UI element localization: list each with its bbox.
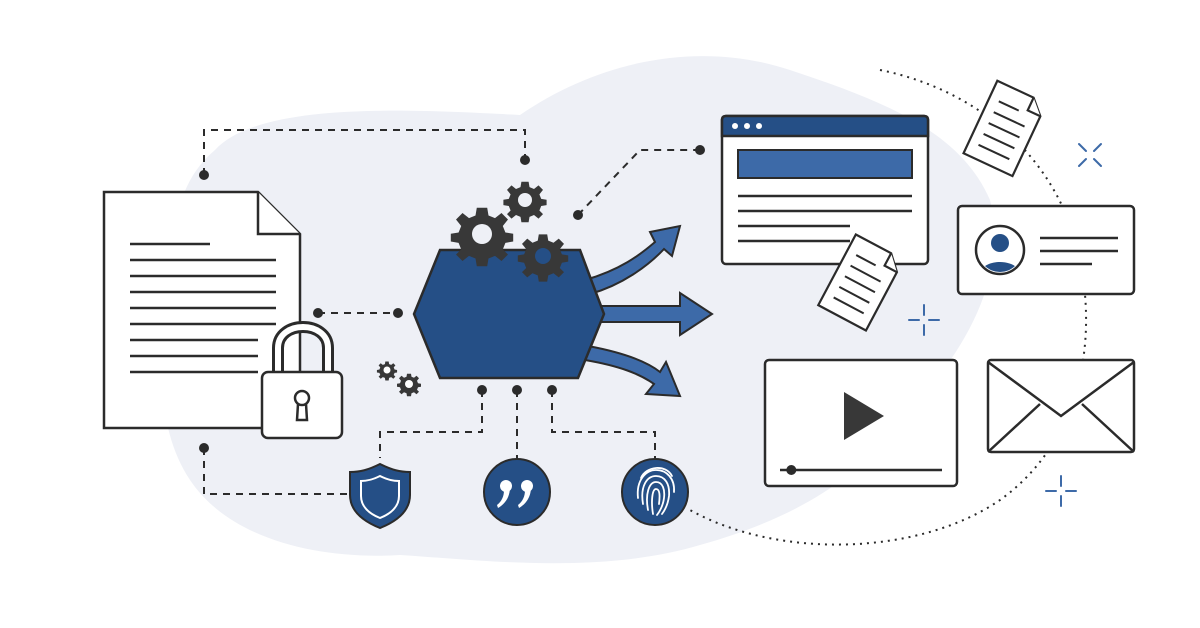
browser-window-icon bbox=[720, 114, 930, 266]
connector-hub-fingerprint bbox=[551, 390, 656, 458]
arrow-right-icon bbox=[599, 291, 714, 337]
fingerprint-icon bbox=[636, 467, 675, 516]
sparkle-icon bbox=[908, 143, 1102, 507]
connector-hub-browser bbox=[577, 149, 700, 216]
video-player-icon bbox=[763, 358, 959, 488]
connectors bbox=[203, 129, 700, 495]
user-profile-card bbox=[956, 204, 1136, 296]
connector-dots bbox=[199, 145, 705, 453]
hexagon-hub-icon bbox=[412, 248, 606, 380]
connector-hub-shield bbox=[379, 390, 483, 458]
output-arrows bbox=[583, 224, 714, 398]
arrow-down-icon bbox=[583, 344, 682, 398]
envelope-icon bbox=[986, 358, 1136, 454]
small-gears-icon bbox=[376, 361, 421, 397]
shield-badge bbox=[349, 462, 411, 530]
page-icon bbox=[962, 79, 1042, 178]
connector-document-shield bbox=[203, 448, 348, 495]
play-icon bbox=[844, 392, 884, 440]
quote-icon bbox=[497, 480, 533, 508]
gears-icon bbox=[450, 181, 569, 282]
quote-badge bbox=[483, 458, 551, 526]
arrow-up-icon bbox=[583, 224, 682, 296]
user-profile-icon bbox=[974, 224, 1026, 276]
fingerprint-badge bbox=[621, 458, 689, 526]
page-icon bbox=[816, 232, 899, 332]
connector-document-top bbox=[203, 129, 526, 175]
video-progress-knob bbox=[786, 465, 797, 475]
document-icon bbox=[102, 190, 302, 430]
padlock-icon bbox=[260, 321, 344, 440]
